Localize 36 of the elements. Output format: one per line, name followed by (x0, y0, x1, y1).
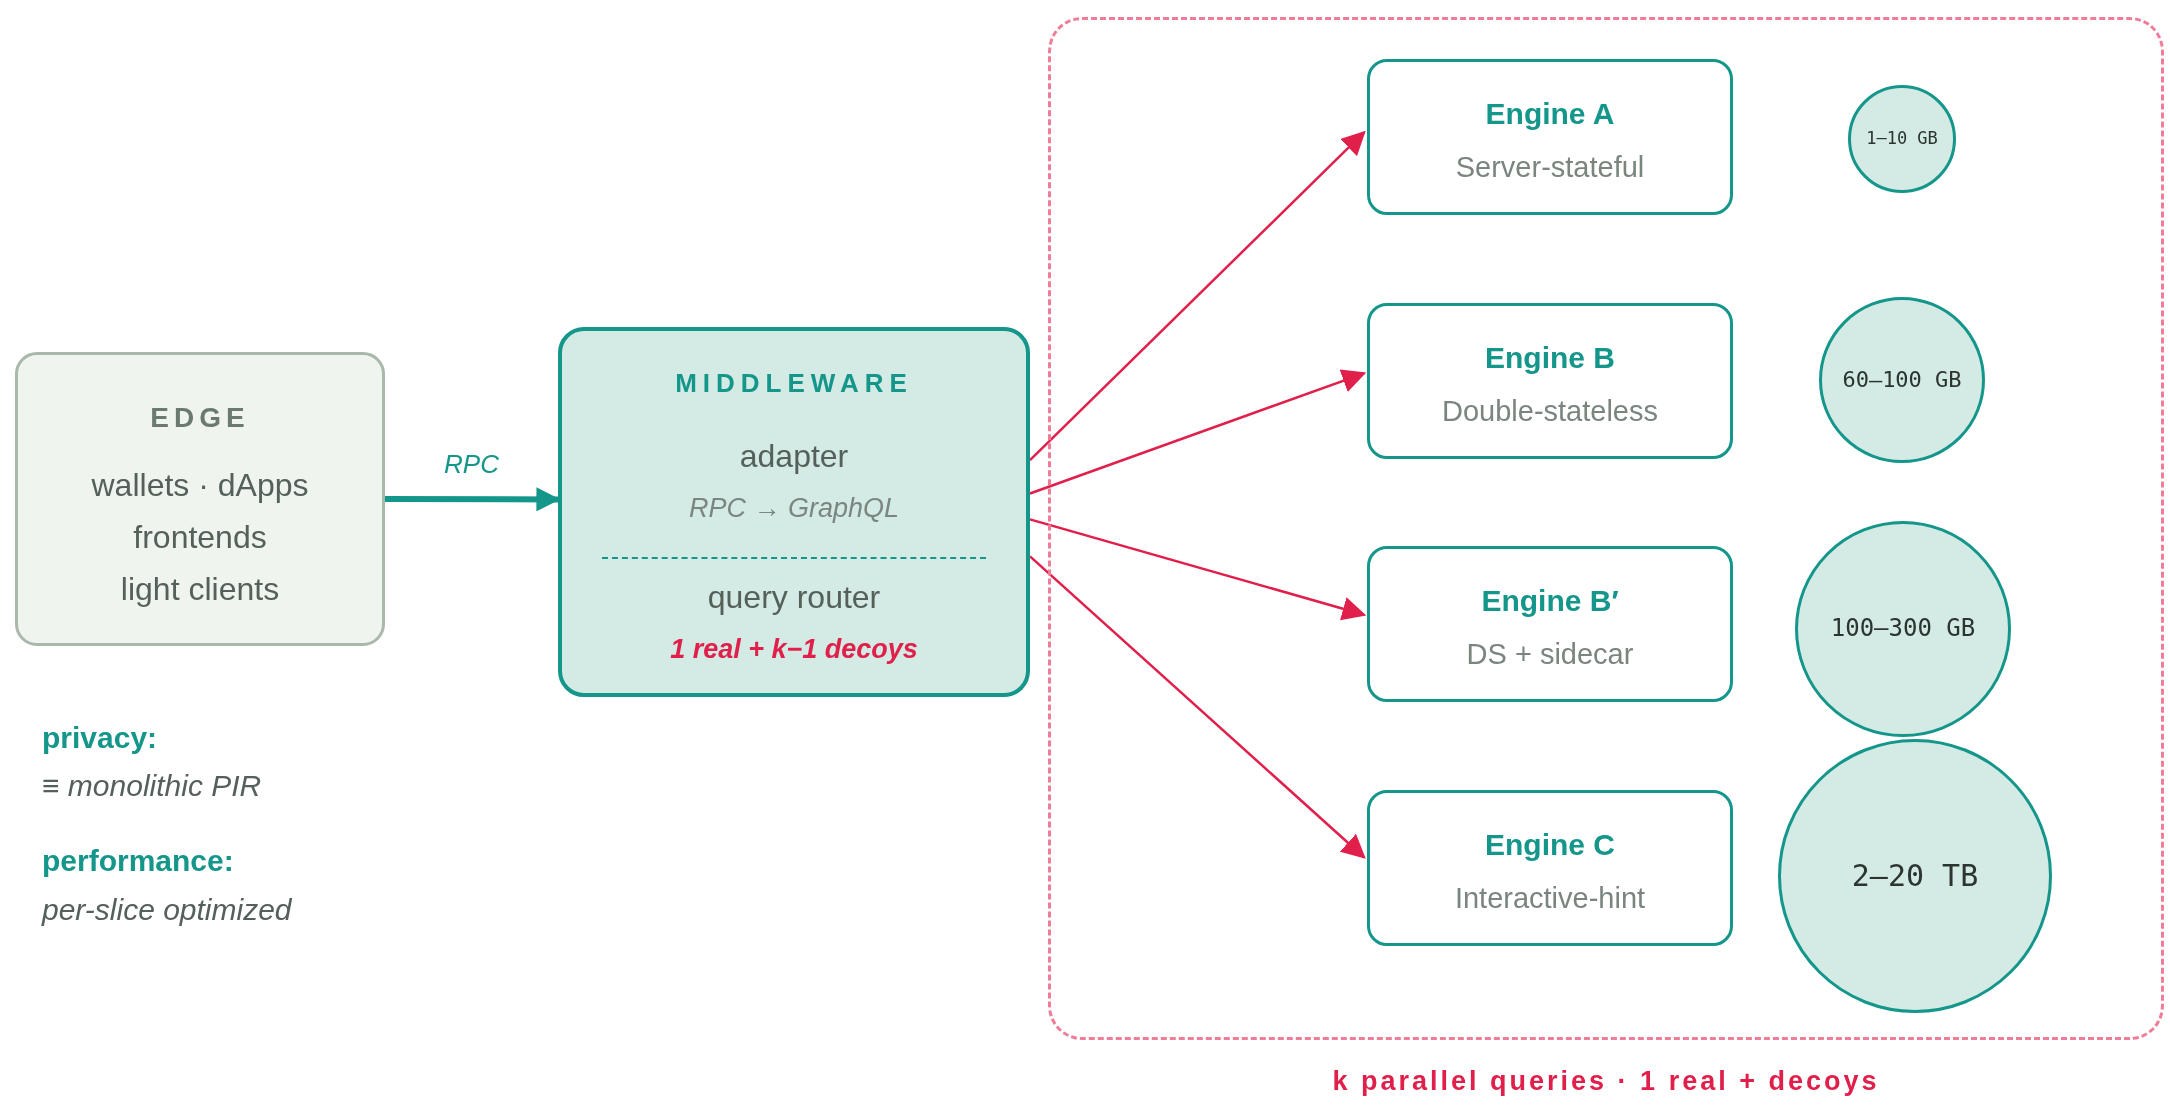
note-text: ≡ monolithic PIR (42, 768, 262, 804)
box-text: RPC → GraphQL (688, 493, 900, 525)
note-heading: privacy: (42, 720, 158, 756)
arrow (1029, 518, 1367, 621)
group-caption: k parallel queries · 1 real + decoys (1332, 1066, 1880, 1098)
engine-subtitle: Server-stateful (1455, 151, 1645, 185)
engine-subtitle: Interactive-hint (1454, 882, 1646, 916)
engine-box (1367, 303, 1733, 459)
box-text: query router (707, 578, 881, 616)
size-text: 100–300 GB (1830, 615, 1976, 643)
box-heading: MIDDLEWARE (675, 369, 913, 399)
arrow (1029, 369, 1367, 495)
size-text: 1–10 GB (1866, 129, 1938, 149)
box-text: frontends (133, 518, 267, 556)
engine-title: Engine B (1485, 340, 1615, 376)
engine-subtitle: Double-stateless (1442, 395, 1658, 429)
note-heading: performance: (42, 843, 234, 879)
engine-title: Engine B′ (1481, 583, 1619, 619)
arrow (1029, 555, 1366, 859)
engine-box (1367, 546, 1733, 702)
size-text: 60–100 GB (1842, 367, 1962, 393)
engine-subtitle: DS + sidecar (1466, 638, 1634, 672)
engine-box (1367, 59, 1733, 215)
size-text: 2–20 TB (1851, 858, 1979, 894)
arrow (1029, 130, 1366, 462)
note-text: per-slice optimized (42, 892, 292, 928)
box-text: light clients (120, 570, 280, 608)
middleware-box (558, 327, 1030, 697)
box-text: 1 real + k−1 decoys (670, 634, 918, 666)
engine-box (1367, 790, 1733, 946)
box-heading: EDGE (150, 401, 250, 435)
client-box (15, 352, 385, 646)
box-text: wallets · dApps (91, 466, 309, 504)
box-text: adapter (739, 437, 849, 475)
engine-title: Engine C (1485, 827, 1615, 863)
engine-title: Engine A (1485, 96, 1615, 132)
